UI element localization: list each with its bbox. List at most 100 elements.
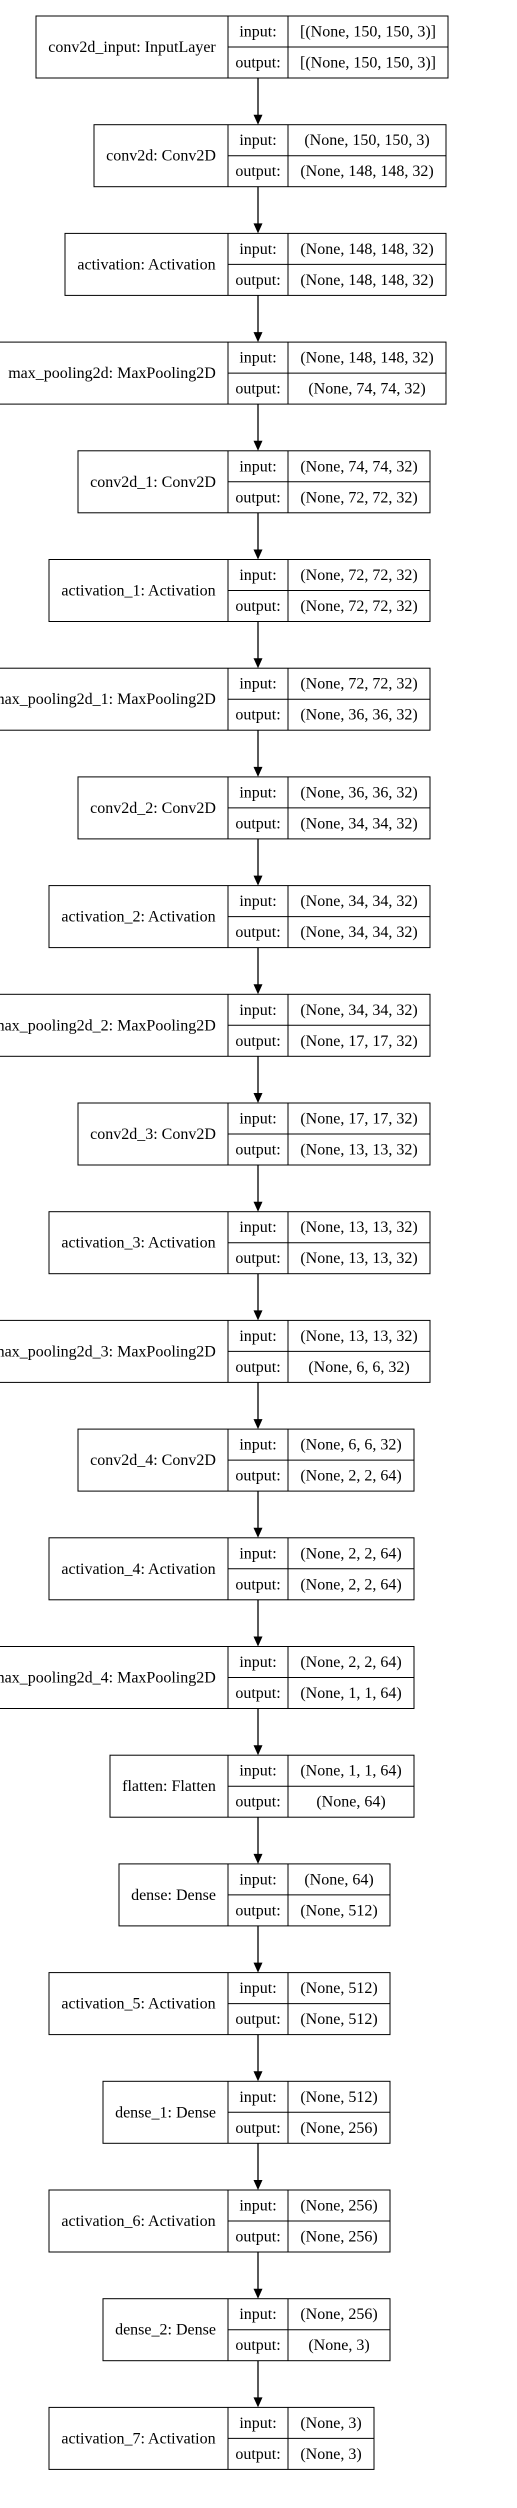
edge-arrow xyxy=(253,947,263,995)
input-shape: (None, 148, 148, 32) xyxy=(300,241,433,258)
output-label: output: xyxy=(235,381,280,398)
input-label: input: xyxy=(239,893,276,910)
output-shape: (None, 256) xyxy=(300,2229,377,2246)
output-shape: (None, 34, 34, 32) xyxy=(300,815,417,832)
layer-name: conv2d_2: Conv2D xyxy=(90,800,216,817)
layer-node: max_pooling2d_2: MaxPooling2Dinput:outpu… xyxy=(0,993,431,1057)
input-shape: (None, 2, 2, 64) xyxy=(300,1545,401,1562)
output-label: output: xyxy=(235,1468,280,1485)
output-label: output: xyxy=(235,163,280,180)
arrowhead xyxy=(253,1093,263,1103)
output-label: output: xyxy=(235,1576,280,1593)
output-shape: (None, 17, 17, 32) xyxy=(300,1033,417,1050)
input-label: input: xyxy=(239,784,276,801)
output-label: output: xyxy=(235,1142,280,1159)
edge-arrow xyxy=(253,2252,263,2299)
output-shape: (None, 1, 1, 64) xyxy=(300,1685,401,1702)
arrowhead xyxy=(253,1201,263,1212)
arrowhead xyxy=(253,984,263,995)
arrowhead xyxy=(253,2288,263,2299)
layer-node: max_pooling2d_4: MaxPooling2Dinput:outpu… xyxy=(0,1646,415,1709)
input-label: input: xyxy=(239,1545,276,1562)
output-shape: [(None, 150, 150, 3)] xyxy=(300,55,436,72)
edge-arrow xyxy=(253,1382,263,1430)
input-label: input: xyxy=(239,1437,276,1454)
input-shape: (None, 13, 13, 32) xyxy=(300,1328,417,1345)
layer-name: max_pooling2d_3: MaxPooling2D xyxy=(0,1343,216,1360)
output-shape: (None, 2, 2, 64) xyxy=(300,1468,401,1485)
layer-node: activation_5: Activationinput:output:(No… xyxy=(48,1972,391,2036)
arrowhead xyxy=(253,114,263,125)
output-shape: (None, 6, 6, 32) xyxy=(308,1359,409,1376)
edge-arrow xyxy=(253,1708,263,1756)
input-shape: (None, 74, 74, 32) xyxy=(300,458,417,475)
layer-name: conv2d_input: InputLayer xyxy=(48,39,216,56)
layer-name: conv2d_3: Conv2D xyxy=(90,1126,216,1143)
layer-name: conv2d_4: Conv2D xyxy=(90,1452,216,1469)
output-label: output: xyxy=(235,707,280,724)
output-label: output: xyxy=(235,1033,280,1050)
arrowhead xyxy=(253,1310,263,1321)
arrowhead xyxy=(253,1962,263,1973)
input-label: input: xyxy=(239,1763,276,1780)
layer-node: conv2d_input: InputLayerinput:output:[(N… xyxy=(35,15,449,79)
output-shape: (None, 72, 72, 32) xyxy=(300,489,417,506)
arrowhead xyxy=(253,1853,263,1864)
input-shape: [(None, 150, 150, 3)] xyxy=(300,24,436,41)
output-shape: (None, 256) xyxy=(300,2120,377,2137)
input-shape: (None, 34, 34, 32) xyxy=(300,1002,417,1019)
layer-name: conv2d_1: Conv2D xyxy=(90,474,216,491)
output-label: output: xyxy=(235,924,280,941)
edge-arrow xyxy=(253,186,263,234)
input-shape: (None, 34, 34, 32) xyxy=(300,893,417,910)
edge-arrow xyxy=(253,730,263,777)
layer-name: dense_2: Dense xyxy=(115,2322,216,2339)
arrowhead xyxy=(253,549,263,560)
layer-node: activation_1: Activationinput:output:(No… xyxy=(48,559,431,622)
input-label: input: xyxy=(239,132,276,149)
output-label: output: xyxy=(235,272,280,289)
input-shape: (None, 512) xyxy=(300,1980,377,1997)
output-shape: (None, 148, 148, 32) xyxy=(300,272,433,289)
edge-arrow xyxy=(253,621,263,669)
layer-node: activation_7: Activationinput:output:(No… xyxy=(48,2406,375,2470)
output-label: output: xyxy=(235,489,280,506)
input-shape: (None, 512) xyxy=(300,2089,377,2106)
output-shape: (None, 72, 72, 32) xyxy=(300,598,417,615)
input-label: input: xyxy=(239,676,276,693)
input-label: input: xyxy=(239,350,276,367)
layer-name: dense_1: Dense xyxy=(115,2104,216,2121)
input-label: input: xyxy=(239,1654,276,1671)
edge-arrow xyxy=(253,1165,263,1212)
output-label: output: xyxy=(235,1359,280,1376)
edge-arrow xyxy=(253,1817,263,1864)
edge-arrow xyxy=(253,78,263,125)
layer-name: conv2d: Conv2D xyxy=(106,148,216,165)
arrowhead xyxy=(253,766,263,777)
edge-arrow xyxy=(253,1599,263,1647)
input-label: input: xyxy=(239,2306,276,2323)
input-shape: (None, 256) xyxy=(300,2306,377,2323)
input-label: input: xyxy=(239,1871,276,1888)
input-shape: (None, 36, 36, 32) xyxy=(300,784,417,801)
layer-name: max_pooling2d_4: MaxPooling2D xyxy=(0,1670,216,1687)
output-label: output: xyxy=(235,2120,280,2137)
input-shape: (None, 6, 6, 32) xyxy=(300,1437,401,1454)
layer-node: max_pooling2d_3: MaxPooling2Dinput:outpu… xyxy=(0,1319,431,1383)
output-shape: (None, 2, 2, 64) xyxy=(300,1576,401,1593)
layer-name: activation_3: Activation xyxy=(61,1235,215,1252)
edge-arrow xyxy=(253,1491,263,1538)
input-shape: (None, 1, 1, 64) xyxy=(300,1763,401,1780)
output-label: output: xyxy=(235,2229,280,2246)
output-shape: (None, 36, 36, 32) xyxy=(300,707,417,724)
arrowhead xyxy=(253,2071,263,2082)
edge-arrow xyxy=(253,1273,263,1321)
edge-arrow xyxy=(253,512,263,560)
input-label: input: xyxy=(239,1980,276,1997)
output-label: output: xyxy=(235,55,280,72)
edge-arrow xyxy=(253,1925,263,1973)
